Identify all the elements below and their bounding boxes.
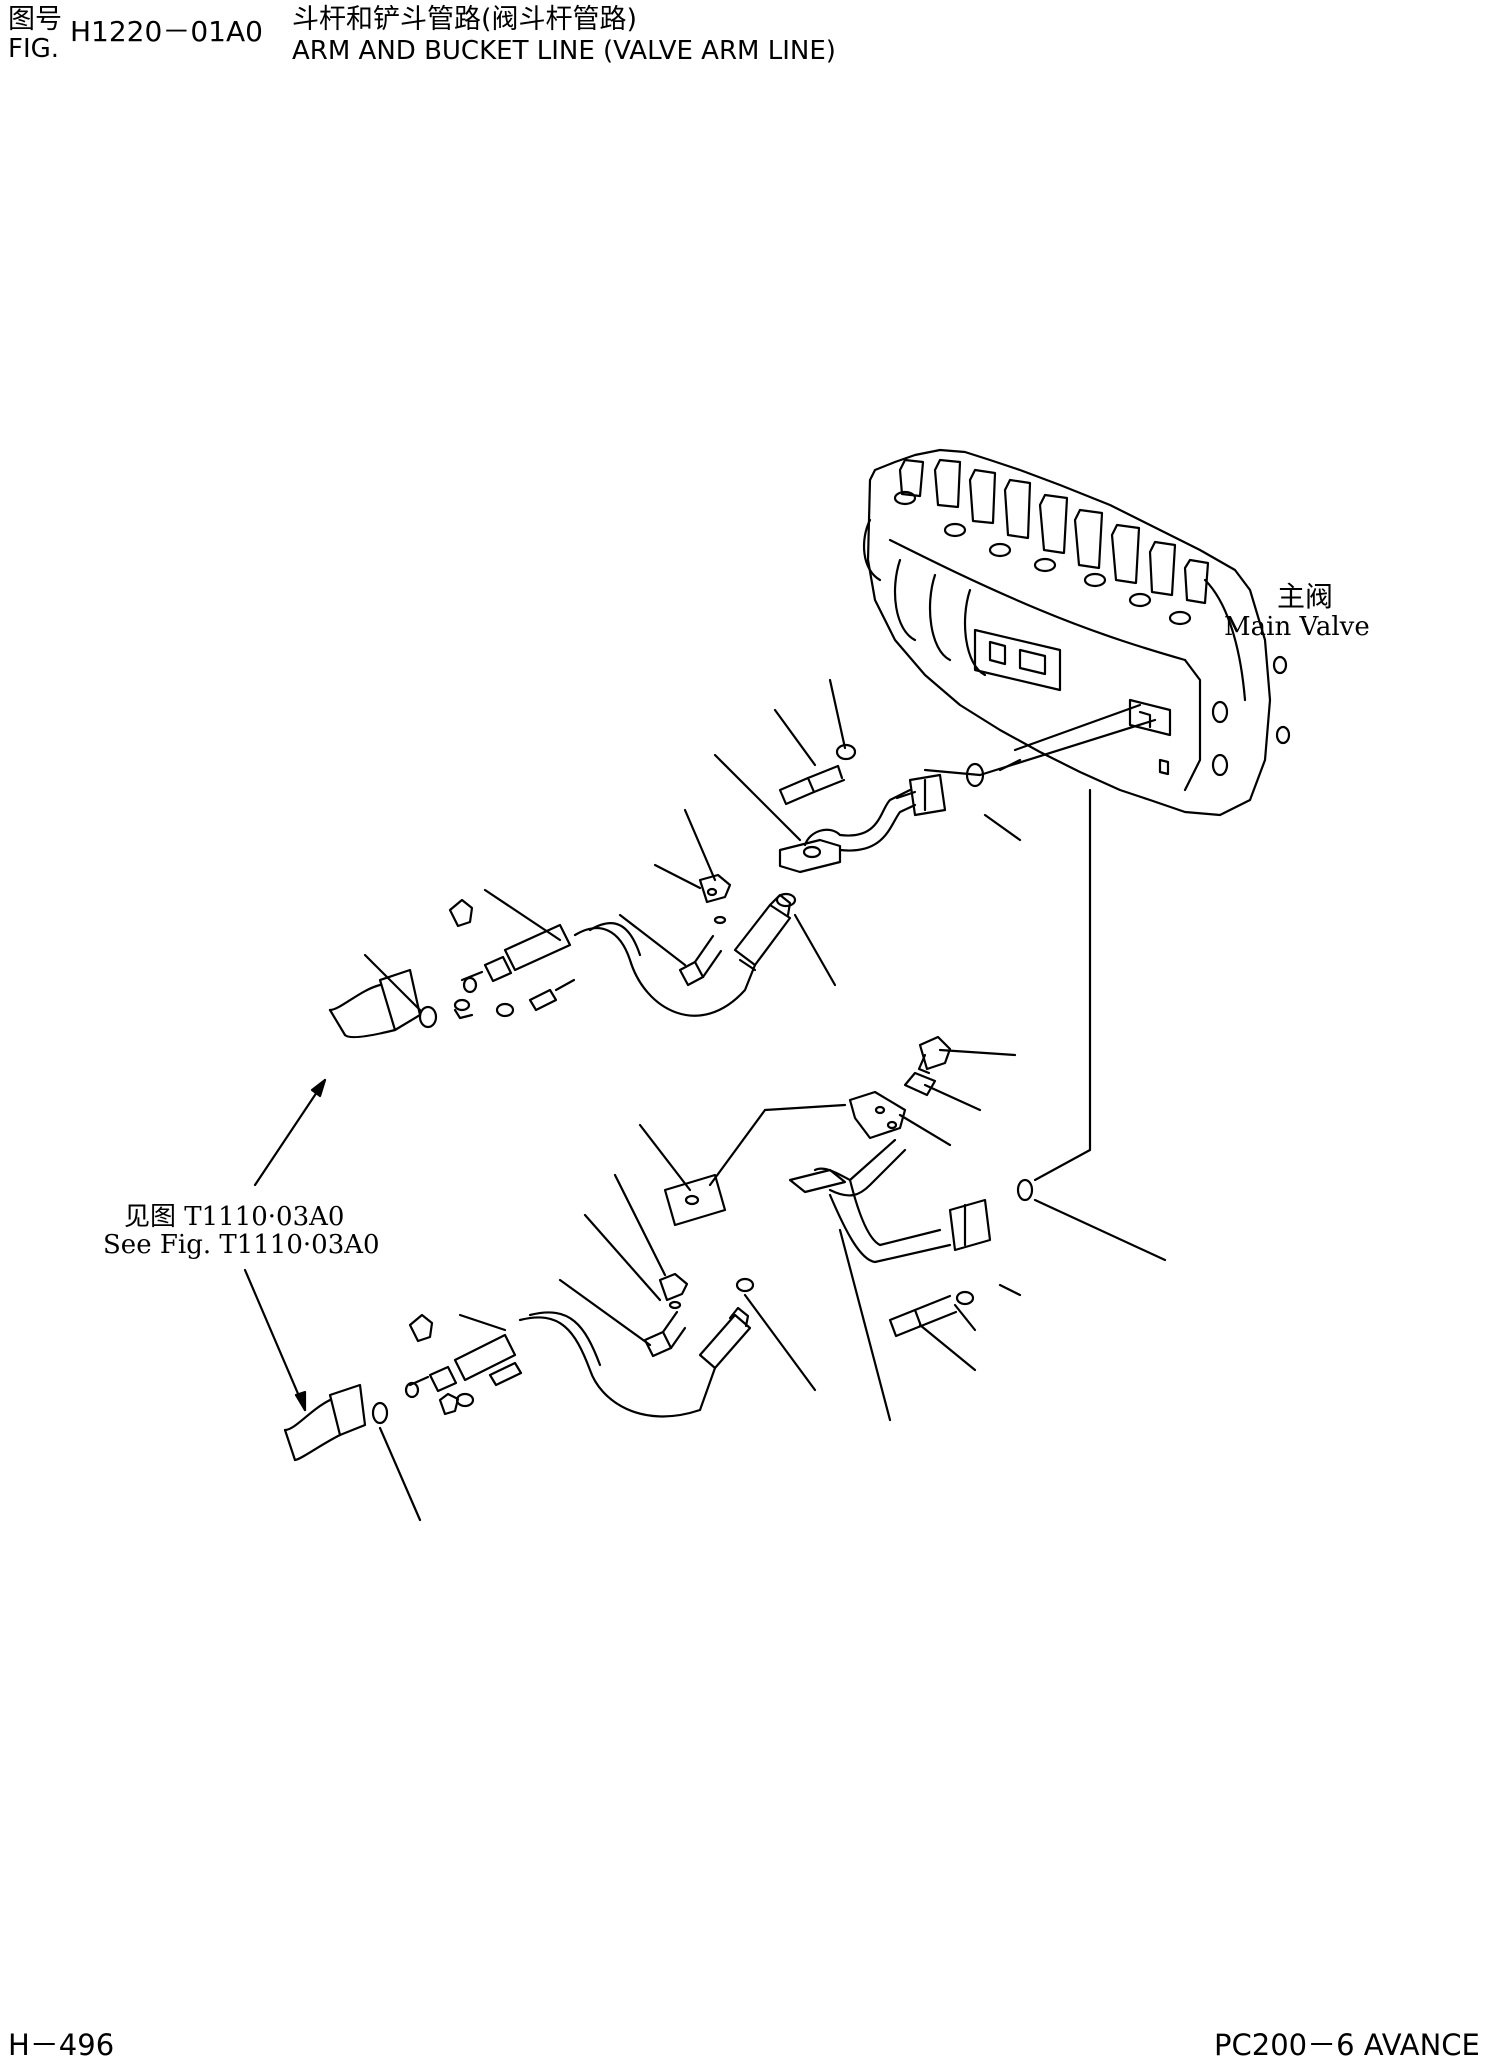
fig-number: H1220－01A0	[70, 15, 263, 48]
fig-label-en: FIG.	[8, 34, 60, 64]
title-cn: 斗杆和铲斗管路(阀斗杆管路)	[292, 4, 638, 35]
main-valve-label-en: Main Valve	[1224, 612, 1370, 642]
see-fig-label-en: See Fig. T1110·03A0	[103, 1230, 380, 1260]
upper-arm-line-assembly	[328, 743, 985, 1039]
fig-label-cn: 图号	[8, 4, 62, 35]
model-name: PC200－6 AVANCE	[1214, 2028, 1480, 2062]
main-valve-body	[863, 448, 1291, 817]
see-fig-label-cn: 见图 T1110·03A0	[124, 1202, 345, 1232]
lower-arm-line-assembly	[283, 1035, 1034, 1462]
leader-lines	[243, 678, 1167, 1522]
main-valve-label-cn: 主阀	[1277, 580, 1334, 613]
title-en: ARM AND BUCKET LINE (VALVE ARM LINE)	[292, 36, 836, 66]
page-number: H－496	[8, 2028, 115, 2062]
